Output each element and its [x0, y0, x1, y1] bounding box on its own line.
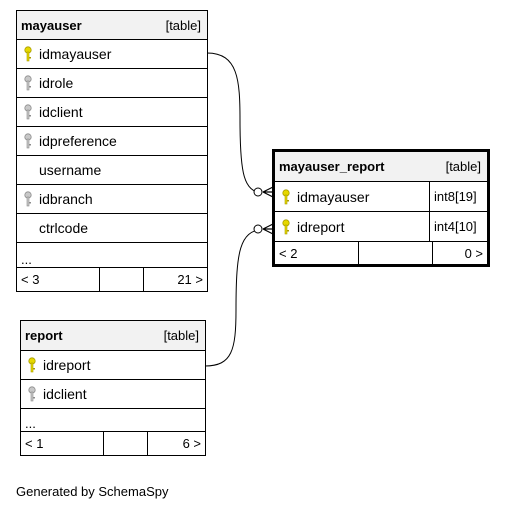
- column-row[interactable]: idreport: [21, 351, 205, 380]
- primary-key-icon: [17, 46, 39, 62]
- foreign-key-icon: [17, 133, 39, 149]
- child-count[interactable]: 21 >: [177, 272, 203, 287]
- table-kind: [table]: [445, 159, 481, 174]
- column-name: ctrlcode: [39, 220, 89, 236]
- column-name: username: [39, 162, 102, 178]
- foreign-key-icon: [17, 75, 39, 91]
- relation-mayauser-optional-marker: [253, 187, 263, 197]
- column-row[interactable]: idmayauser int8[19]: [275, 182, 487, 212]
- table-footer: < 3 21 >: [17, 268, 207, 291]
- parent-count[interactable]: < 1: [21, 432, 104, 455]
- column-name: idmayauser: [39, 46, 112, 62]
- parent-count[interactable]: < 3: [17, 268, 100, 291]
- column-row[interactable]: username: [17, 156, 207, 185]
- column-row[interactable]: idreport int4[10]: [275, 212, 487, 242]
- table-header: report [table]: [21, 321, 205, 351]
- foreign-key-icon: [17, 104, 39, 120]
- more-columns-ellipsis: ...: [21, 409, 205, 432]
- footer-spacer: [104, 432, 148, 455]
- column-name: idbranch: [39, 191, 93, 207]
- more-columns-ellipsis: ...: [17, 243, 207, 268]
- column-row[interactable]: idmayauser: [17, 40, 207, 69]
- table-kind: [table]: [163, 328, 199, 343]
- column-name: idclient: [39, 104, 83, 120]
- foreign-key-icon: [21, 386, 43, 402]
- generated-by-credit: Generated by SchemaSpy: [16, 484, 169, 499]
- column-row[interactable]: idbranch: [17, 185, 207, 214]
- column-name: idmayauser: [297, 188, 370, 205]
- column-name: idreport: [43, 357, 91, 373]
- column-row[interactable]: idclient: [21, 380, 205, 409]
- column-row[interactable]: idpreference: [17, 127, 207, 156]
- primary-key-icon: [21, 357, 43, 373]
- table-name: mayauser_report: [279, 159, 385, 174]
- table-footer: < 1 6 >: [21, 432, 205, 455]
- table-name: report: [25, 328, 63, 343]
- primary-key-icon: [275, 218, 297, 235]
- column-name: idreport: [297, 218, 345, 235]
- table-name: mayauser: [21, 17, 82, 33]
- foreign-key-icon: [17, 191, 39, 207]
- footer-spacer: [359, 242, 433, 264]
- column-type: int4[10]: [429, 212, 487, 241]
- child-count[interactable]: 0 >: [464, 245, 483, 261]
- child-count[interactable]: 6 >: [182, 436, 201, 451]
- relation-report-to-mayauser-report: [204, 228, 263, 367]
- table-header: mayauser [table]: [17, 11, 207, 40]
- column-name: idrole: [39, 75, 74, 91]
- table-footer: < 2 0 >: [275, 242, 487, 264]
- parent-count[interactable]: < 2: [275, 242, 359, 264]
- column-row[interactable]: idrole: [17, 69, 207, 98]
- table-kind: [table]: [165, 17, 201, 33]
- table-header: mayauser_report [table]: [275, 152, 487, 182]
- column-type: int8[19]: [429, 182, 487, 211]
- table-mayauser[interactable]: mayauser [table] idmayauser idrole idcli…: [16, 10, 208, 292]
- table-report[interactable]: report [table] idreport idclient ... < 1…: [20, 320, 206, 456]
- relation-report-optional-marker: [253, 224, 263, 234]
- column-name: idpreference: [39, 133, 117, 149]
- primary-key-icon: [275, 188, 297, 205]
- relation-mayauser-to-mayauser-report: [206, 52, 263, 194]
- column-row[interactable]: ctrlcode: [17, 214, 207, 243]
- column-name: idclient: [43, 386, 87, 402]
- column-row[interactable]: idclient: [17, 98, 207, 127]
- footer-spacer: [100, 268, 144, 291]
- table-mayauser-report[interactable]: mayauser_report [table] idmayauser int8[…: [272, 149, 490, 267]
